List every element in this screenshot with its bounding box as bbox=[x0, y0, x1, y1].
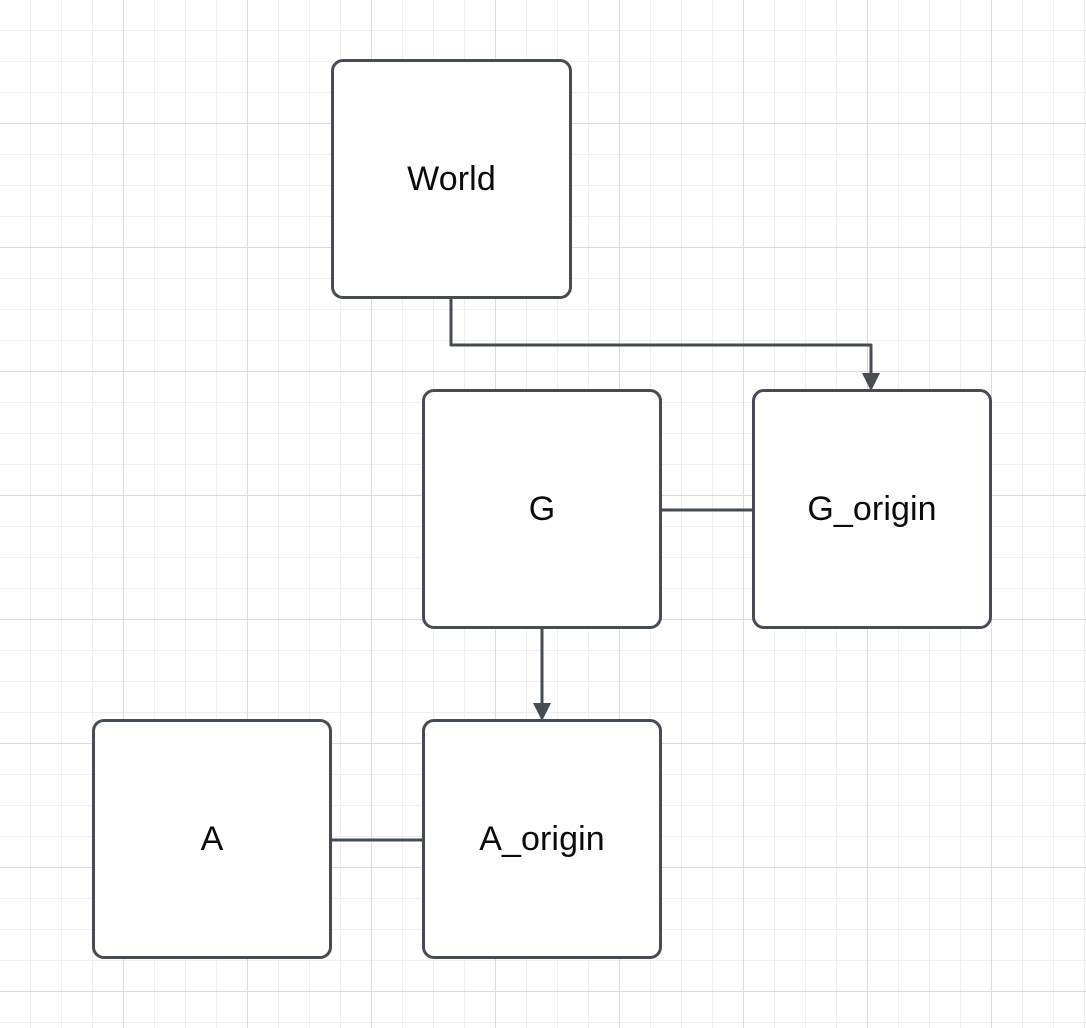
node-a-label: A bbox=[200, 820, 224, 858]
node-g-origin[interactable]: G_origin bbox=[752, 389, 992, 629]
node-world-label: World bbox=[407, 160, 496, 198]
node-world[interactable]: World bbox=[331, 59, 572, 299]
edge-world-to-g-origin[interactable] bbox=[449, 299, 880, 391]
node-a-origin-label: A_origin bbox=[479, 820, 605, 858]
node-g-origin-label: G_origin bbox=[807, 490, 937, 528]
node-g-label: G bbox=[528, 490, 556, 528]
node-a-origin[interactable]: A_origin bbox=[422, 719, 662, 959]
node-a[interactable]: A bbox=[92, 719, 332, 959]
node-g[interactable]: G bbox=[422, 389, 662, 629]
